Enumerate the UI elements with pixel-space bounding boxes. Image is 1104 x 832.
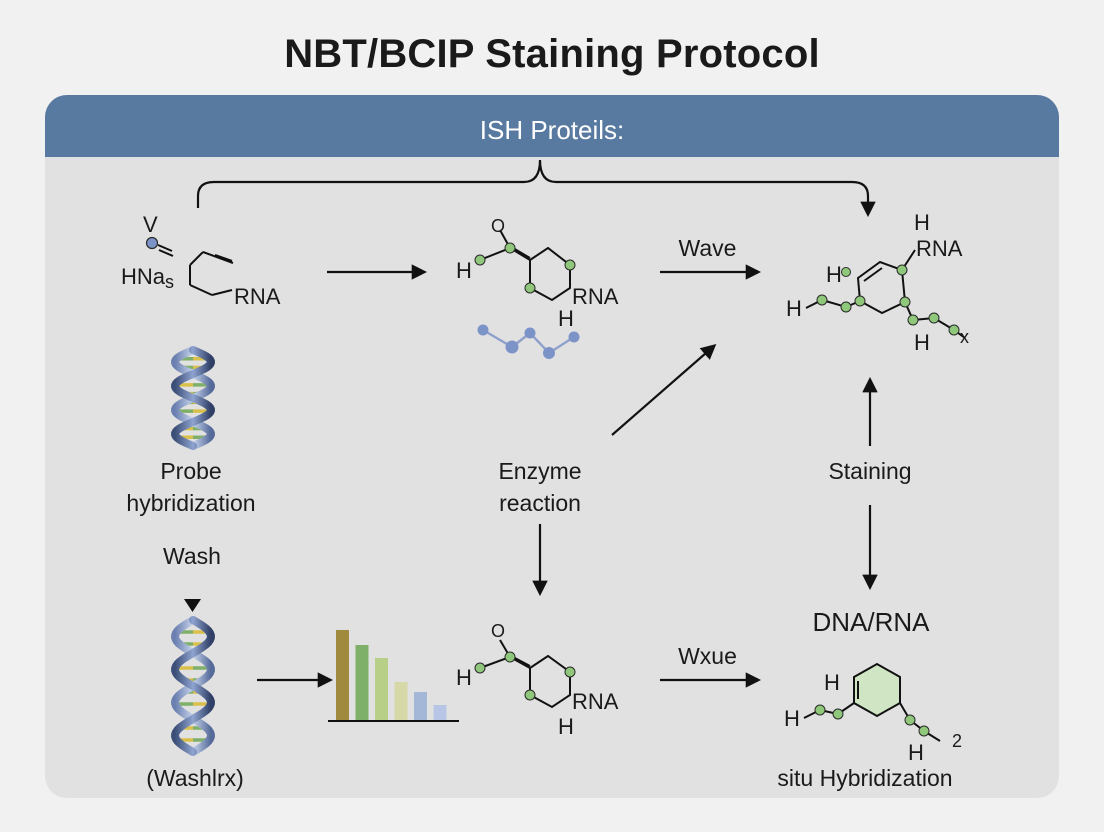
molecule-4 — [474, 639, 576, 709]
dna-strand — [171, 616, 215, 756]
dna-rna-label: DNA/RNA — [812, 607, 930, 637]
dna-strand — [171, 346, 215, 450]
molecule-3 — [805, 249, 966, 339]
m3-h-top-text: H — [914, 210, 930, 235]
wash-triangle-icon — [184, 599, 201, 612]
staining-label: Staining — [828, 458, 912, 484]
m1-hna-text: HNas — [121, 264, 175, 292]
m1-rna-text: RNA — [234, 284, 281, 309]
m1-v-text: V — [143, 212, 158, 237]
m3-h-bottom-text: H — [914, 330, 930, 355]
m2-o-text: O — [491, 216, 506, 236]
top-bracket — [196, 159, 876, 218]
molecule-5 — [803, 662, 941, 742]
m2-h-left-text: H — [456, 258, 472, 283]
bar-1 — [336, 630, 349, 720]
m5-h-left-text: H — [784, 706, 800, 731]
m3-h-left2-text: H — [786, 296, 802, 321]
m5-h-top-text: H — [824, 670, 840, 695]
m4-rna-text: RNA — [572, 689, 619, 714]
dna-helix-bottom-icon — [171, 616, 215, 756]
bar-2 — [355, 645, 369, 720]
m5-superscript-text: 2 — [952, 731, 963, 751]
m3-h-left1-text: H — [826, 262, 842, 287]
m5-h-bottom-text: H — [908, 740, 924, 765]
mini-bar-chart — [336, 630, 447, 720]
bar-3 — [375, 658, 388, 720]
m3-rna-text: RNA — [916, 236, 963, 261]
molecule-1 — [145, 236, 234, 296]
bar-4 — [394, 682, 408, 720]
wxue-arrow-label: Wxue — [678, 643, 737, 669]
bar-5 — [414, 692, 427, 720]
washlrx-label: (Washlrx) — [146, 765, 244, 791]
m2-rna-text: RNA — [572, 284, 619, 309]
m4-o-text: O — [491, 621, 506, 641]
arrow-enzyme-diagonal — [611, 343, 717, 436]
m3-x-text: x — [960, 327, 969, 347]
wash-label: Wash — [163, 543, 221, 569]
wave-arrow-label: Wave — [678, 235, 737, 261]
m4-h-left-text: H — [456, 665, 472, 690]
molecule-2 — [474, 229, 580, 359]
m2-h-bottom-text: H — [558, 306, 574, 331]
m4-h-bottom-text: H — [558, 714, 574, 739]
dna-helix-top-icon — [171, 346, 215, 450]
situ-hybridization-label: situ Hybridization — [777, 765, 953, 791]
panel-banner: ISH Proteils: — [45, 95, 1059, 157]
bar-6 — [433, 705, 447, 720]
page-title: NBT/BCIP Staining Protocol — [284, 32, 820, 76]
